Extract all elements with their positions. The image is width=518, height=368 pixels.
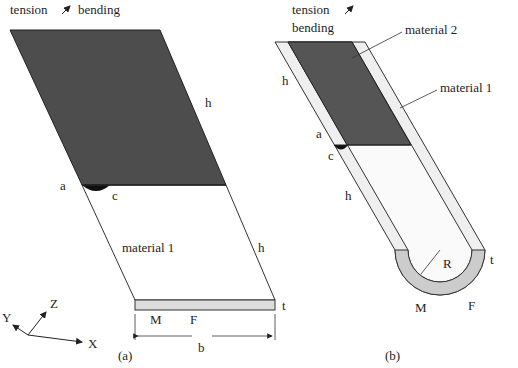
dimension-label: c	[112, 188, 118, 203]
load-label: tension	[10, 2, 48, 17]
axis-label: X	[88, 336, 97, 351]
dimension-label: t	[282, 298, 286, 313]
panel-label: (b)	[385, 348, 400, 363]
load-label: F	[468, 298, 475, 313]
dimension-label: b	[198, 340, 205, 355]
dimension-label: h	[345, 188, 352, 203]
axis-label: Z	[50, 296, 58, 311]
load-label: F	[190, 312, 197, 327]
dimension-label: R	[443, 256, 452, 271]
dimension-label: a	[60, 178, 66, 193]
panel-label: (a)	[118, 348, 132, 363]
load-label: M	[150, 312, 162, 327]
dimension-label: c	[328, 148, 334, 163]
material-label: material 2	[405, 22, 457, 37]
material-label: material 1	[440, 80, 492, 95]
load-label: bending	[78, 2, 120, 17]
material-label: material 1	[122, 240, 174, 255]
dimension-label: h	[205, 95, 212, 110]
dimension-label: h	[258, 240, 265, 255]
dimension-label: a	[316, 126, 322, 141]
load-label: bending	[292, 20, 334, 35]
dimension-label: t	[490, 252, 494, 267]
axis-label: Y	[2, 310, 11, 325]
load-label: tension	[292, 2, 330, 17]
load-label: M	[415, 300, 427, 315]
dimension-label: h	[282, 73, 289, 88]
